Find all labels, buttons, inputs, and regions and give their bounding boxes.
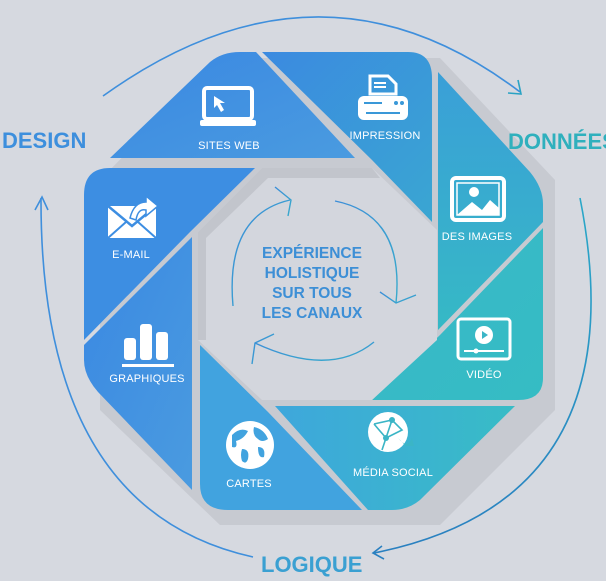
label-design: DESIGN: [2, 128, 87, 153]
center-arc-bottom: [254, 341, 375, 361]
blade-label-video[interactable]: VIDÉO: [466, 369, 502, 381]
blade-graphiques[interactable]: [84, 237, 192, 490]
bar-chart-icon: [122, 324, 174, 367]
video-player-icon: [456, 317, 512, 361]
center-cycle-arrows: [231, 186, 417, 365]
center-arc-right: [334, 200, 398, 304]
arc-design-to-donnees: [102, 16, 521, 97]
center-line-1: EXPÉRIENCE: [262, 245, 362, 262]
label-donnees: DONNÉES: [508, 129, 606, 154]
outer-cycle-arrows: [34, 16, 592, 560]
center-line-4: LES CANAUX: [261, 305, 363, 322]
social-network-globe-icon: [368, 412, 414, 452]
blade-label-sites-web[interactable]: SITES WEB: [198, 140, 260, 152]
center-arrowhead-right: [379, 291, 417, 304]
arc-logique-to-design: [40, 197, 254, 558]
arrowhead-design: [34, 195, 49, 211]
printer-icon: [358, 74, 408, 120]
laptop-cursor-icon: [200, 86, 256, 126]
blade-label-graphiques[interactable]: GRAPHIQUES: [109, 373, 185, 385]
blade-media-social[interactable]: [275, 406, 515, 510]
center-arrowhead-bottom: [251, 333, 275, 365]
blade-label-media-social[interactable]: MÉDIA SOCIAL: [352, 467, 434, 479]
blade-sites-web[interactable]: [110, 52, 355, 158]
blade-video[interactable]: [372, 228, 543, 400]
arrowhead-logique: [371, 545, 385, 560]
blade-cartes[interactable]: [200, 345, 362, 510]
center-arc-top: [231, 199, 291, 307]
world-globe-icon: [226, 421, 274, 469]
blade-label-cartes[interactable]: CARTES: [226, 478, 272, 490]
blade-label-des-images[interactable]: DES IMAGES: [441, 231, 513, 243]
center-line-3: SUR TOUS: [272, 285, 352, 302]
label-logique: LOGIQUE: [261, 552, 363, 577]
blade-label-impression[interactable]: IMPRESSION: [349, 130, 421, 142]
center-arrowhead-top: [274, 186, 292, 217]
center-line-2: HOLISTIQUE: [264, 265, 360, 282]
envelope-forward-icon: [107, 194, 160, 239]
arc-donnees-to-logique: [373, 197, 592, 554]
center-title: EXPÉRIENCE HOLISTIQUE SUR TOUS LES CANAU…: [262, 244, 363, 324]
blade-label-e-mail[interactable]: E-MAIL: [112, 249, 150, 261]
image-icon: [450, 176, 506, 222]
arrowhead-donnees: [507, 79, 523, 95]
